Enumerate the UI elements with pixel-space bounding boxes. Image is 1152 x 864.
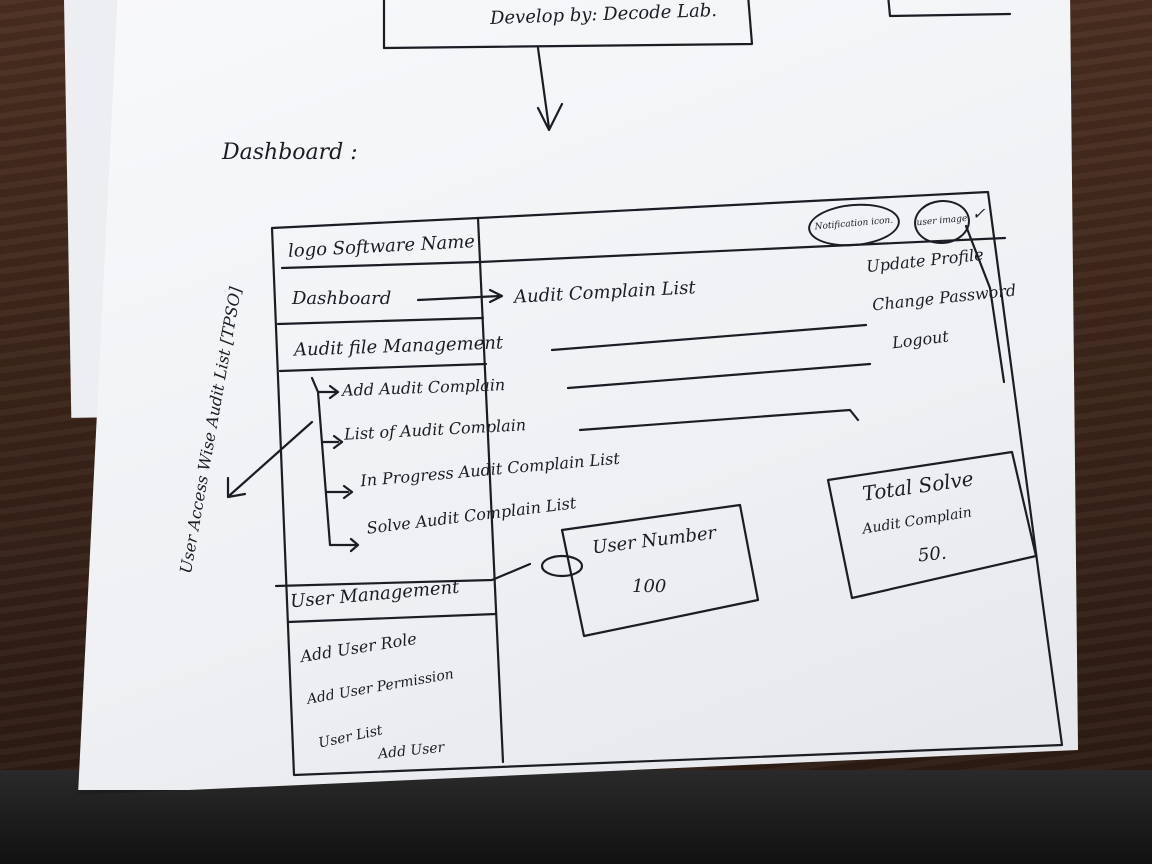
chevron-down-icon[interactable]: ✓ [972, 204, 986, 223]
page-heading: Dashboard : [222, 140, 358, 165]
user-number-value: 100 [632, 576, 667, 597]
total-solve-value: 50. [916, 542, 948, 567]
sidebar-item-dashboard[interactable]: Dashboard [292, 288, 392, 309]
paper-sheet [78, 0, 1078, 790]
